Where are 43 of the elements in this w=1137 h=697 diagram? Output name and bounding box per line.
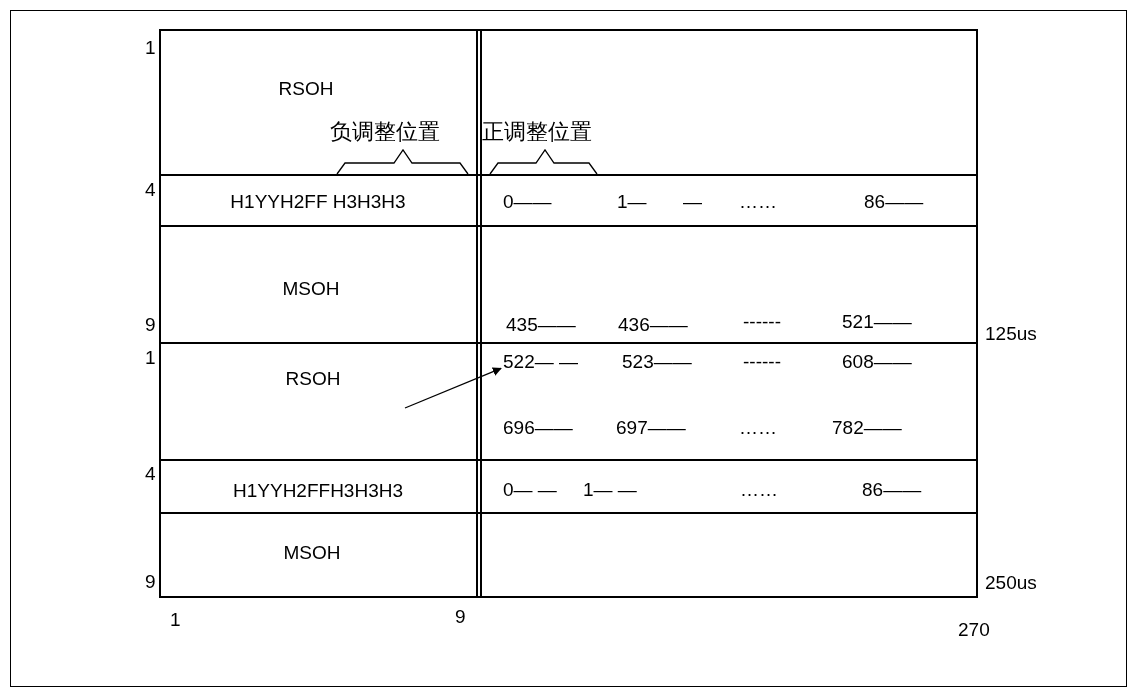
byte-sequence: 608—— [842, 351, 912, 373]
byte-sequence: 86—— [864, 191, 924, 213]
position-label: 负调整位置 [330, 119, 440, 145]
byte-sequence: 521—— [842, 311, 912, 333]
cell-label: MSOH [282, 278, 340, 300]
byte-sequence: 697—— [616, 417, 686, 439]
row-number: 9 [145, 571, 156, 593]
cell-label: H1YYH2FF H3H3H3 [230, 191, 406, 213]
byte-sequence: 782—— [832, 417, 902, 439]
byte-sequence: …… [739, 191, 777, 213]
byte-sequence: …… [739, 417, 777, 439]
column-number: 9 [455, 606, 466, 628]
byte-sequence: …… [740, 479, 778, 501]
position-label: 正调整位置 [482, 119, 592, 145]
row-number: 4 [145, 463, 156, 485]
cell-label: MSOH [283, 542, 341, 564]
row-number: 9 [145, 314, 156, 336]
byte-sequence: 696—— [503, 417, 573, 439]
byte-sequence: 436—— [618, 314, 688, 336]
cell-label: RSOH [278, 78, 334, 100]
column-number: 1 [170, 609, 181, 631]
row-number: 1 [145, 37, 156, 59]
byte-sequence: ------ [743, 351, 781, 373]
table-cell [159, 29, 478, 176]
row-number: 4 [145, 179, 156, 201]
table-cell [159, 512, 478, 598]
byte-sequence: 0—— [503, 191, 552, 213]
byte-sequence: 523—— [622, 351, 692, 373]
cell-label: H1YYH2FFH3H3H3 [233, 480, 403, 502]
column-number: 270 [958, 619, 990, 641]
byte-sequence: 435—— [506, 314, 576, 336]
byte-sequence: 86—— [862, 479, 922, 501]
cell-label: RSOH [285, 368, 341, 390]
byte-sequence: — [683, 191, 702, 213]
arrow [404, 367, 502, 409]
byte-sequence: 1— [617, 191, 647, 213]
byte-sequence: ------ [743, 311, 781, 333]
byte-sequence: 0— — [503, 479, 557, 501]
byte-sequence: 522— — [503, 351, 578, 373]
byte-sequence: 1— — [583, 479, 637, 501]
time-label: 250us [985, 572, 1037, 594]
row-number: 1 [145, 347, 156, 369]
time-label: 125us [985, 323, 1037, 345]
